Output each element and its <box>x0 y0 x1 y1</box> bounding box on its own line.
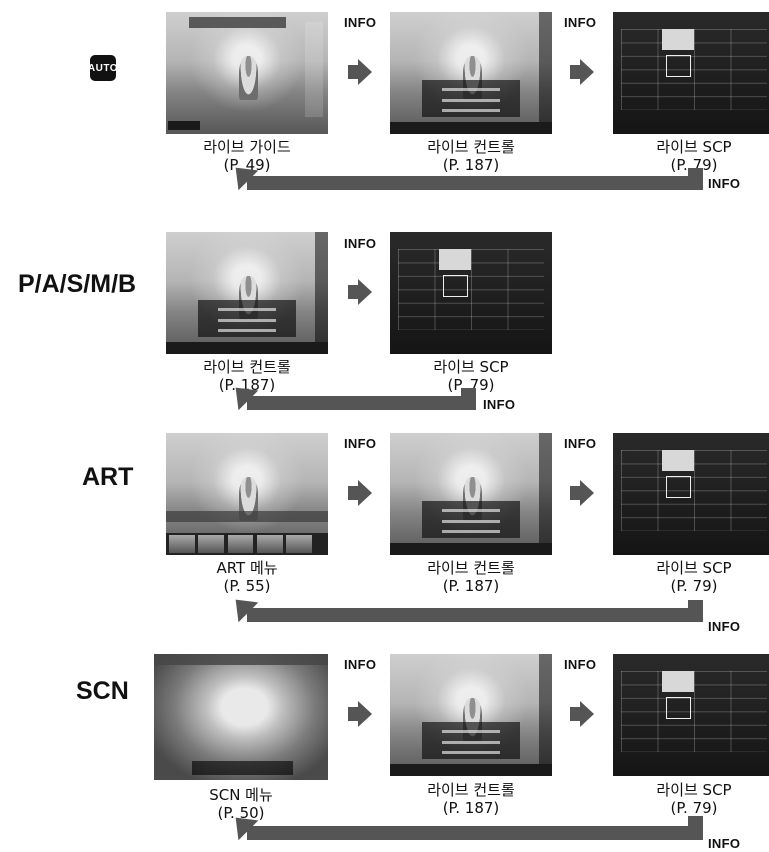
info-label: INFO <box>564 657 596 672</box>
caption-title: 라이브 SCP <box>386 358 556 376</box>
arrow-up-left-icon <box>228 815 256 833</box>
caption-title: 라이브 SCP <box>609 138 769 156</box>
return-arrow-horizontal <box>247 826 703 840</box>
caption-title: 라이브 컨트롤 <box>386 559 556 577</box>
arrow-up-left-icon <box>228 165 256 183</box>
live-scp-caption: 라이브 SCP (P. 79) <box>609 781 769 817</box>
auto-mode-icon: AUTO <box>90 55 116 81</box>
caption-page: (P. 187) <box>386 156 556 174</box>
art-menu-screen <box>166 433 328 555</box>
info-label: INFO <box>708 176 740 191</box>
caption-title: 라이브 컨트롤 <box>386 781 556 799</box>
live-guide-screen <box>166 12 328 134</box>
live-control-caption: 라이브 컨트롤 (P. 187) <box>386 781 556 817</box>
info-label: INFO <box>564 436 596 451</box>
live-control-screen <box>390 433 552 555</box>
arrow-right-icon <box>348 480 372 506</box>
arrow-right-icon <box>348 701 372 727</box>
arrow-up-left-icon <box>228 597 256 615</box>
caption-title: SCN 메뉴 <box>156 786 326 804</box>
info-label: INFO <box>344 657 376 672</box>
caption-title: 라이브 SCP <box>609 559 769 577</box>
live-scp-caption: 라이브 SCP (P. 79) <box>609 559 769 595</box>
info-label: INFO <box>344 15 376 30</box>
mode-label-pasmb: P/A/S/M/B <box>18 270 136 299</box>
live-control-screen <box>390 654 552 776</box>
live-control-caption: 라이브 컨트롤 (P. 187) <box>386 138 556 174</box>
art-menu-caption: ART 메뉴 (P. 55) <box>162 559 332 595</box>
live-control-screen <box>390 12 552 134</box>
return-arrow-horizontal <box>247 608 703 622</box>
live-scp-screen <box>613 12 769 134</box>
arrow-right-icon <box>348 279 372 305</box>
caption-title: 라이브 가이드 <box>162 138 332 156</box>
return-arrow-horizontal <box>247 176 703 190</box>
caption-title: 라이브 컨트롤 <box>386 138 556 156</box>
live-scp-screen <box>390 232 552 354</box>
live-scp-screen <box>613 654 769 776</box>
info-label: INFO <box>344 236 376 251</box>
mode-label-art: ART <box>82 463 133 492</box>
arrow-right-icon <box>570 59 594 85</box>
mode-label-scn: SCN <box>76 677 129 706</box>
caption-page: (P. 187) <box>386 577 556 595</box>
return-arrow-horizontal <box>247 396 476 410</box>
info-label: INFO <box>564 15 596 30</box>
info-label: INFO <box>344 436 376 451</box>
caption-title: ART 메뉴 <box>162 559 332 577</box>
live-control-screen <box>166 232 328 354</box>
live-control-caption: 라이브 컨트롤 (P. 187) <box>386 559 556 595</box>
caption-page: (P. 187) <box>386 799 556 817</box>
caption-title: 라이브 컨트롤 <box>162 358 332 376</box>
caption-page: (P. 79) <box>609 799 769 817</box>
info-label: INFO <box>708 619 740 634</box>
arrow-right-icon <box>570 480 594 506</box>
caption-page: (P. 79) <box>609 577 769 595</box>
arrow-right-icon <box>348 59 372 85</box>
scn-menu-screen <box>154 654 328 780</box>
arrow-up-left-icon <box>228 385 256 403</box>
caption-title: 라이브 SCP <box>609 781 769 799</box>
info-label: INFO <box>483 397 515 412</box>
info-label: INFO <box>708 836 740 851</box>
live-scp-screen <box>613 433 769 555</box>
arrow-right-icon <box>570 701 594 727</box>
